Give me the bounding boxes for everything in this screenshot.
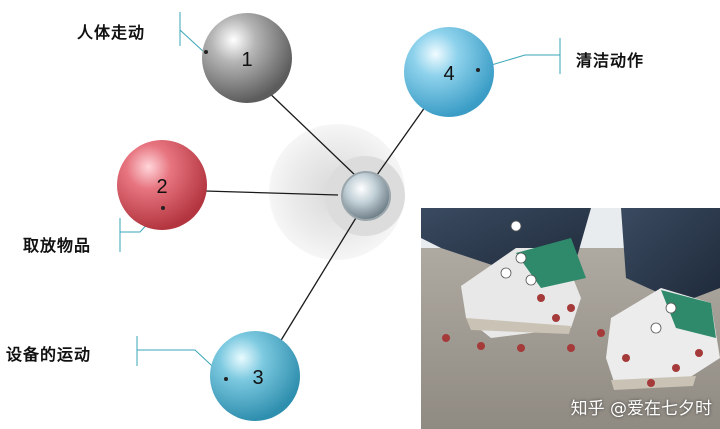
node-2: 2	[117, 140, 207, 230]
hub-sphere	[341, 171, 391, 221]
connector-1	[261, 85, 357, 177]
leader-4	[477, 54, 560, 70]
label-equipment-motion: 设备的运动	[6, 345, 92, 364]
node-number-4: 4	[443, 63, 454, 85]
leader-1	[179, 29, 206, 54]
label-pick-place: 取放物品	[23, 236, 92, 255]
node-1: 1	[202, 13, 292, 103]
sphere-4	[404, 27, 494, 117]
node-3: 3	[210, 331, 300, 421]
connector-lines	[204, 85, 431, 343]
label-walking: 人体走动	[77, 23, 146, 42]
connector-2	[204, 190, 339, 196]
shoe-walking-photo: 知乎 @爱在七夕时	[421, 208, 720, 429]
leader-dots	[161, 50, 480, 381]
sphere-3	[210, 331, 300, 421]
node-number-1: 1	[241, 49, 252, 71]
label-cleaning: 清洁动作	[576, 51, 645, 70]
node-number-3: 3	[252, 367, 263, 389]
connector-4	[371, 99, 431, 183]
node-number-2: 2	[156, 176, 167, 198]
connector-3	[279, 207, 363, 343]
watermark: 知乎 @爱在七夕时	[570, 399, 712, 419]
sphere-1	[202, 13, 292, 103]
shoe-photo-drawing	[421, 208, 720, 429]
sphere-2	[117, 140, 207, 230]
node-4: 4	[404, 27, 494, 117]
